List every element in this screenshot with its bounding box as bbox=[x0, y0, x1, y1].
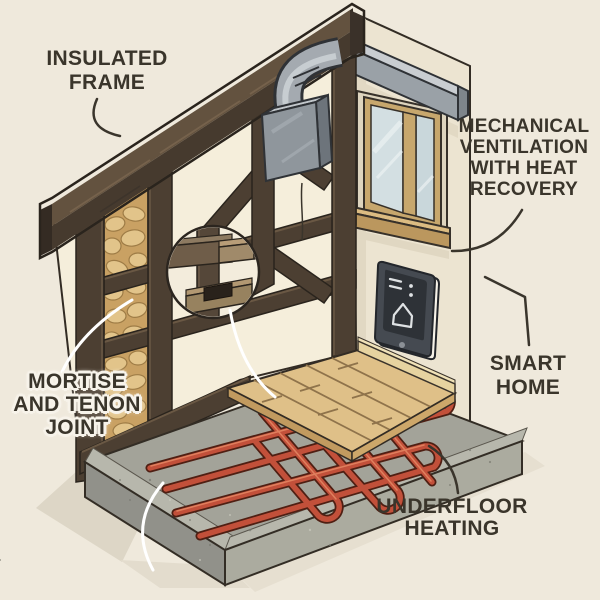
label-mortise-tenon: MORTISE AND TENON JOINT bbox=[13, 370, 141, 439]
vent-leader-line bbox=[300, 182, 304, 241]
thermostat-panel bbox=[373, 260, 441, 361]
leader-insulated-frame bbox=[92, 97, 122, 138]
duct-end-cap bbox=[457, 84, 469, 122]
left-post bbox=[75, 211, 105, 483]
label-mechanical-ventilation: MECHANICAL VENTILATION WITH HEAT RECOVER… bbox=[458, 116, 590, 200]
leader-mvhr bbox=[450, 208, 524, 253]
window-mullion bbox=[402, 111, 417, 217]
floor-plank-lines bbox=[253, 357, 440, 442]
floor-skirting-front bbox=[357, 339, 456, 396]
label-smart-home: SMART HOME bbox=[489, 352, 567, 399]
leader-smart-home bbox=[483, 275, 531, 347]
leader-lines bbox=[60, 97, 531, 572]
ventilation-duct bbox=[335, 30, 469, 122]
label-underfloor-heating: UNDERFLOOR HEATING bbox=[376, 495, 528, 540]
window-glass-right bbox=[415, 114, 435, 222]
glass-reflection bbox=[372, 120, 435, 194]
leader-mortise bbox=[60, 298, 134, 374]
floor-edge-right bbox=[351, 391, 456, 463]
corner-post bbox=[331, 52, 357, 358]
magnifier-circle bbox=[165, 224, 261, 320]
label-insulated-frame: INSULATED FRAME bbox=[46, 47, 168, 94]
mortise-tenon-detail bbox=[168, 227, 258, 317]
tenon bbox=[218, 242, 255, 264]
menu-lines-icon bbox=[388, 277, 403, 290]
leader-magnifier bbox=[228, 308, 277, 399]
house-outline-icon bbox=[391, 302, 414, 329]
mortise-slot bbox=[203, 282, 233, 302]
vent-box-front bbox=[260, 100, 322, 183]
leader-underfloor bbox=[427, 444, 460, 495]
window bbox=[347, 89, 451, 259]
window-glass-left bbox=[370, 104, 404, 215]
ventilation-unit bbox=[260, 37, 344, 241]
wood-floor bbox=[225, 336, 458, 463]
leader-slab bbox=[141, 481, 165, 572]
sill-shadow bbox=[352, 229, 449, 259]
thermostat-button bbox=[399, 342, 405, 348]
